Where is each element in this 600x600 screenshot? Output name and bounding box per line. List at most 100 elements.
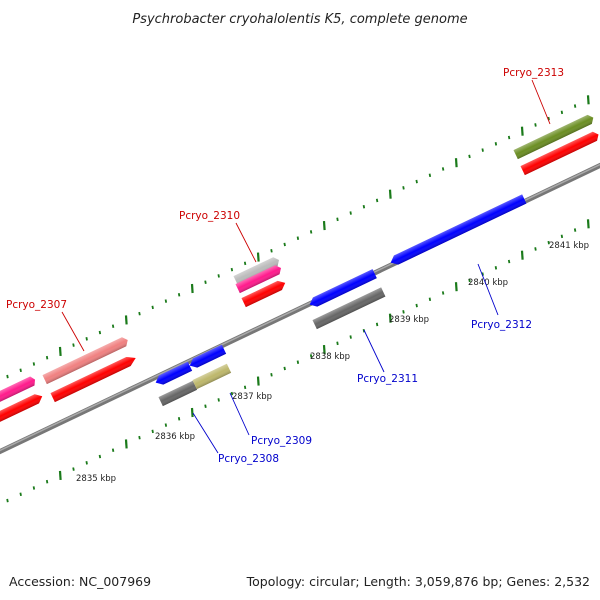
outer-minor-tick [45,355,49,360]
inner-minor-tick [534,247,537,251]
leader-2311 [363,329,385,373]
outer-minor-tick [296,236,300,240]
gene-red-2307b[interactable] [50,354,138,403]
outer-major-tick [190,283,194,294]
gene-red-2310[interactable] [241,278,288,308]
gene-label-pcryo-2308[interactable]: Pcryo_2308 [218,453,279,465]
gene-khaki-2309[interactable] [192,363,232,390]
outer-minor-tick [349,211,352,215]
outer-minor-tick [283,242,286,247]
outer-minor-tick [309,230,313,234]
gene-label-pcryo-2311[interactable]: Pcryo_2311 [357,373,418,385]
gene-red-2313[interactable] [520,130,600,176]
gene-label-pcryo-2307[interactable]: Pcryo_2307 [6,299,67,311]
gene-olive-2313[interactable] [513,113,596,160]
inner-minor-tick [6,498,9,503]
reverse-strand-genes [154,194,527,407]
gene-blue-2312[interactable] [389,194,527,267]
outer-minor-tick [547,116,550,121]
leader-2309 [229,392,250,436]
inner-minor-tick [441,291,445,295]
inner-minor-tick [177,417,181,421]
inner-minor-tick [481,272,484,276]
gene-gray-2308[interactable] [158,380,198,407]
gene-lightgray-2310[interactable] [233,255,282,286]
inner-major-tick [388,313,392,323]
inner-minor-tick [415,303,418,308]
outer-tick-row [6,95,590,379]
gene-blue-2311[interactable] [308,269,377,309]
gene-blue-2309a[interactable] [188,344,227,370]
inner-minor-tick [138,435,141,440]
inner-minor-tick [494,266,498,270]
inner-major-tick [124,439,128,449]
outer-minor-tick [375,198,379,203]
inner-minor-tick [573,228,577,232]
outer-minor-tick [415,179,418,184]
inner-minor-tick [336,341,339,346]
inner-minor-tick [349,335,352,339]
leader-2308 [192,412,219,454]
inner-minor-tick [428,297,432,302]
map-title: Psychrobacter cryohalolentis K5, complet… [132,12,467,27]
inner-minor-tick [230,391,234,396]
gene-label-pcryo-2310[interactable]: Pcryo_2310 [179,210,240,222]
inner-minor-tick [296,360,300,364]
inner-minor-tick [72,467,75,471]
outer-minor-tick [573,104,577,108]
inner-minor-tick [32,486,36,490]
outer-minor-tick [217,274,220,278]
gene-labels: Pcryo_2307 Pcryo_2310 Pcryo_2313 Pcryo_2… [6,67,564,465]
inner-minor-tick [402,310,405,314]
outer-minor-tick [19,368,22,373]
inner-minor-tick [85,461,88,465]
inner-major-tick [586,219,590,229]
outer-major-tick [586,95,590,105]
kbp-label-2838: 2838 kbp [310,352,350,362]
inner-minor-tick [98,454,102,459]
inner-major-tick [58,470,62,480]
inner-major-tick [520,250,524,260]
inner-minor-tick [270,372,273,377]
kbp-label-2837: 2837 kbp [232,392,272,402]
outer-minor-tick [560,110,564,115]
outer-minor-tick [164,299,168,303]
outer-minor-tick [481,148,484,152]
accession-text: Accession: NC_007969 [9,574,151,589]
outer-major-tick [58,346,62,356]
inner-minor-tick [164,423,168,427]
outer-minor-tick [32,362,36,366]
gene-label-pcryo-2309[interactable]: Pcryo_2309 [251,435,312,447]
gene-pink-left[interactable] [0,375,37,410]
gene-salmon-2307[interactable] [42,336,130,385]
leader-2307 [61,311,85,352]
inner-minor-tick [243,385,247,390]
outer-minor-tick [204,280,207,284]
gene-label-pcryo-2312[interactable]: Pcryo_2312 [471,319,532,331]
outer-major-tick [388,189,392,199]
kbp-label-2839: 2839 kbp [389,315,429,325]
gene-red-left[interactable] [0,392,44,430]
inner-minor-tick [375,322,379,327]
inner-tick-row [6,219,590,503]
inner-minor-tick [309,354,313,358]
inner-major-tick [454,282,458,292]
inner-minor-tick [204,404,207,408]
outer-minor-tick [402,186,405,190]
gene-blue-2308a[interactable] [154,361,193,387]
gene-pink-2310[interactable] [235,263,284,294]
gene-label-pcryo-2313[interactable]: Pcryo_2313 [503,67,564,79]
kbp-label-2840: 2840 kbp [468,278,508,288]
inner-minor-tick [560,234,564,239]
outer-minor-tick [270,248,273,253]
outer-major-tick [322,221,326,231]
gene-gray-2311[interactable] [312,287,386,330]
outer-minor-tick [98,330,102,335]
outer-minor-tick [85,337,88,341]
outer-minor-tick [441,167,445,171]
outer-minor-tick [177,293,181,297]
inner-minor-tick [151,429,154,434]
outer-minor-tick [336,217,339,222]
